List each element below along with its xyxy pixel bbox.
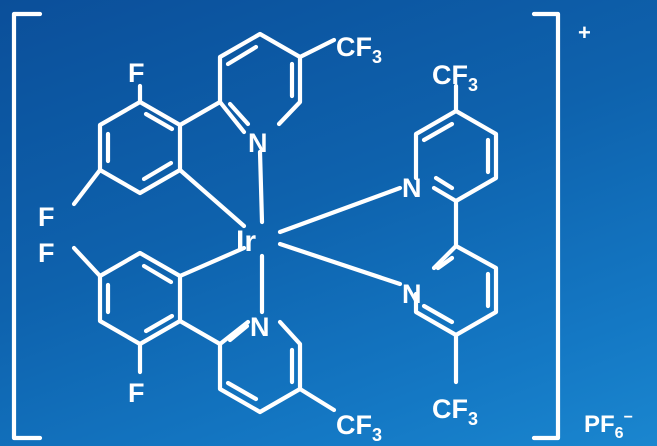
f-upper-left-label: F (38, 202, 55, 232)
n-lower-label: N (250, 312, 270, 342)
f-upper-top-label: F (128, 58, 145, 88)
cf3-bipy-upper-label: CF3 (432, 60, 478, 95)
cf3-upper-label: CF3 (336, 32, 382, 67)
ir-n-upper-bond (257, 149, 265, 225)
lower-pyridine-ring (217, 319, 303, 415)
bipy-upper-ring (413, 108, 499, 204)
ir-n-bipy-upper-bond (277, 185, 403, 235)
charge-label: + (578, 20, 591, 45)
f-lower-bottom-label: F (128, 378, 145, 408)
n-bipy-lower-label: N (402, 279, 422, 309)
cf3-lower-label: CF3 (336, 410, 382, 445)
ir-c-upper-bond (177, 167, 247, 229)
upper-f-bond-left (71, 167, 103, 207)
cf3-bipy-lower-label: CF3 (432, 394, 478, 429)
n-upper-label: N (248, 128, 268, 158)
f-lower-left-label: F (38, 238, 55, 268)
n-bipy-upper-label: N (402, 173, 422, 203)
bipy-lower-ring (413, 243, 499, 338)
upper-pyridine-ring (217, 31, 303, 135)
ir-c-lower-bond (177, 245, 247, 279)
upper-cf3-bond (297, 37, 337, 60)
ir-n-bipy-lower-bond (277, 241, 403, 287)
left-bracket (11, 11, 43, 441)
right-bracket (531, 11, 561, 441)
counterion-label: PF6− (584, 409, 633, 442)
upper-biaryl-bond (177, 99, 223, 128)
metal-label: Ir (236, 225, 256, 258)
lower-cf3-bond (297, 386, 337, 413)
upper-phenyl-ring (97, 99, 183, 196)
lower-biaryl-bond (177, 318, 223, 347)
lower-phenyl-ring (97, 250, 183, 347)
lower-f-bond-left (71, 245, 103, 279)
